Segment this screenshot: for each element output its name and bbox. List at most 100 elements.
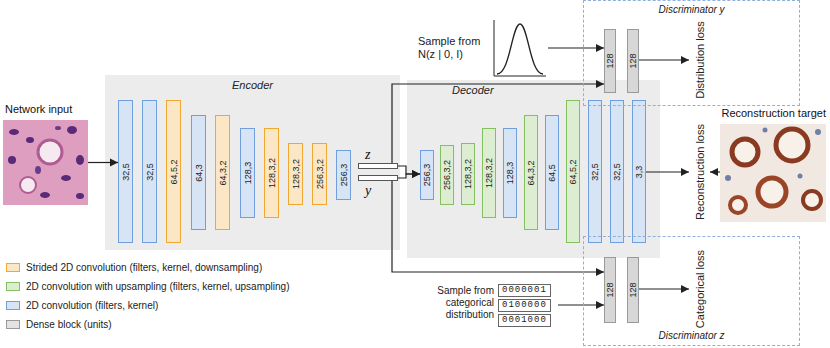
one-hot-vector: 0000001 xyxy=(498,284,551,297)
loss-label: Categorical loss xyxy=(694,250,706,328)
drawing-part xyxy=(815,129,821,135)
drawing-part xyxy=(763,128,768,133)
encoder-layer: 256,3,2 xyxy=(312,143,327,205)
drawing-part xyxy=(38,140,62,164)
drawing-part xyxy=(55,126,61,130)
decoder-layer: 256,3 xyxy=(420,150,434,200)
drawing-part xyxy=(710,171,720,172)
drawing-part xyxy=(40,192,50,198)
legend-swatch xyxy=(6,263,20,272)
layer-label: 128,3,2 xyxy=(485,158,494,188)
layer-label: 256,3,2 xyxy=(443,160,452,190)
layer-label: 256,3,2 xyxy=(315,159,324,189)
layer-label: 128 xyxy=(606,53,615,68)
decoder-layer: 128,3,2 xyxy=(482,128,496,218)
dense-block: 128 xyxy=(627,29,639,93)
legend-text: Strided 2D convolution (filters, kernel,… xyxy=(26,262,262,274)
decoder-panel: Decoder256,3256,3,2128,3,2128,3,2128,364… xyxy=(407,80,660,258)
image-label: Network input xyxy=(5,103,72,116)
drawing-part xyxy=(730,197,746,213)
drawing-part xyxy=(725,175,731,181)
discriminator-title: Discriminator y xyxy=(584,4,799,16)
encoder-layer: 128,3,2 xyxy=(264,128,279,218)
legend-row: 2D convolution (filters, kernel) xyxy=(6,300,336,312)
layer-label: 128 xyxy=(629,53,638,68)
discriminator-box: Discriminator z 128 128 xyxy=(583,236,800,346)
drawing-part xyxy=(20,177,36,193)
encoder-layer: 128,3,2 xyxy=(288,143,303,205)
drawing-part xyxy=(67,126,77,134)
decoder-layer: 128,3 xyxy=(503,128,517,218)
layer-label: 256,3 xyxy=(423,164,432,187)
layer-label: 128,3 xyxy=(243,162,252,185)
legend-text: Dense block (units) xyxy=(26,319,112,331)
legend-swatch xyxy=(6,320,20,329)
target-image: Reconstruction target xyxy=(720,124,826,222)
legend-swatch xyxy=(6,301,20,310)
decoder-layer: 256,3,2 xyxy=(440,145,454,205)
encoder-layer: 32,5 xyxy=(118,100,133,243)
drawing-part xyxy=(638,288,689,289)
prior-sample: Sample from N(z | 0, I) xyxy=(415,18,548,78)
panel-title: Encoder xyxy=(105,79,400,92)
layer-label: 64,3,2 xyxy=(218,160,227,185)
legend-text: 2D convolution with upsampling (filters,… xyxy=(26,281,289,293)
target-stain-image xyxy=(720,124,826,222)
encoder-layer: 64,3 xyxy=(191,115,206,230)
layer-label: 128,3,2 xyxy=(291,159,300,189)
discriminator-title: Discriminator z xyxy=(584,330,799,342)
gaussian-curve xyxy=(494,20,546,76)
layer-label: 32,5 xyxy=(591,163,600,181)
drawing-part xyxy=(638,59,689,60)
legend-row: 2D convolution with upsampling (filters,… xyxy=(6,281,336,293)
input-histology-image xyxy=(3,120,88,205)
loss-label: Reconstruction loss xyxy=(694,124,706,220)
layer-label: 32,5 xyxy=(121,163,130,181)
input-image: Network input xyxy=(3,120,88,205)
layer-label: 128,3,2 xyxy=(267,158,276,188)
decoder-layer: 64,5 xyxy=(545,115,559,230)
latent-bar: y xyxy=(358,175,398,181)
encoder-layer: 128,3 xyxy=(240,128,255,218)
layer-label: 128 xyxy=(606,282,615,297)
drawing-part xyxy=(720,124,826,222)
drawing-part xyxy=(494,20,546,76)
drawing-part xyxy=(8,156,16,164)
latent-label: y xyxy=(365,184,371,198)
connector-arrow xyxy=(548,47,604,48)
legend-text: 2D convolution (filters, kernel) xyxy=(26,300,158,312)
encoder-layer: 64,3,2 xyxy=(215,115,230,230)
drawing-part xyxy=(61,175,71,181)
drawing-part xyxy=(76,155,84,165)
image-label: Reconstruction target xyxy=(721,107,826,120)
discriminator-box: Discriminator y 128 128 xyxy=(583,0,800,106)
latent-label: z xyxy=(365,148,370,162)
layer-label: 128,3,2 xyxy=(464,159,473,189)
drawing-part xyxy=(9,129,19,135)
layer-label: 64,5 xyxy=(548,164,557,182)
decoder-layer: 64,3,2 xyxy=(524,115,538,230)
layer-label: 128 xyxy=(629,282,638,297)
drawing-part xyxy=(776,129,808,161)
dense-block: 128 xyxy=(604,29,616,93)
decoder-layer: 3,3 xyxy=(632,100,646,243)
layer-label: 256,3 xyxy=(339,164,348,187)
decoder-layer: 32,5 xyxy=(588,100,602,243)
dense-block: 128 xyxy=(627,257,639,323)
drawing-part xyxy=(35,166,41,174)
drawing-part xyxy=(803,191,821,209)
dense-block: 128 xyxy=(604,257,616,323)
layer-label: 32,5 xyxy=(613,163,622,181)
layer-label: 64,5,2 xyxy=(569,159,578,184)
drawing-part xyxy=(732,139,758,165)
layer-label: 64,3,2 xyxy=(527,160,536,185)
decoder-layer: 64,5,2 xyxy=(566,100,580,243)
categorical-sample: Sample from categorical distribution0000… xyxy=(408,282,558,328)
drawing-part xyxy=(758,178,786,206)
decoder-layer: 128,3,2 xyxy=(461,143,475,205)
loss-label: Distribution loss xyxy=(694,21,706,99)
layer-label: 64,5,2 xyxy=(169,159,178,184)
connector-arrow xyxy=(558,304,604,305)
